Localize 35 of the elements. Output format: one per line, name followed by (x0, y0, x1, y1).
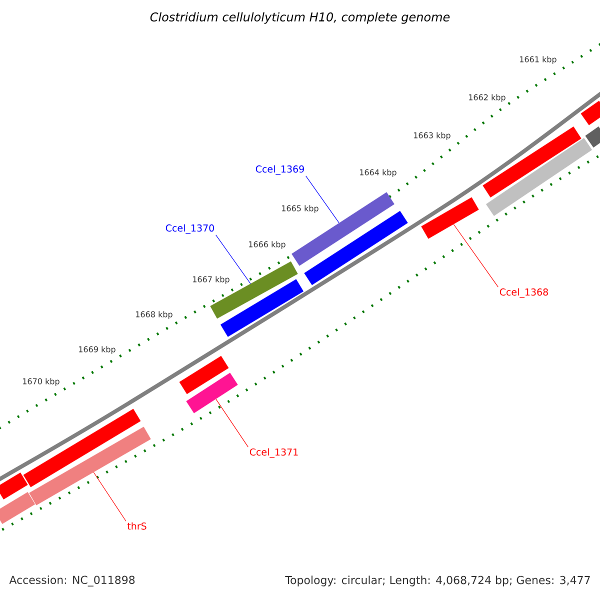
gene-label: Ccel_1371 (250, 448, 298, 458)
leader-line (453, 224, 498, 288)
leader-line (216, 398, 248, 448)
tick-label: 1664 kbp (360, 169, 396, 177)
gene-bar (186, 372, 238, 414)
gene-label: Ccel_1368 (500, 288, 548, 298)
gene-bar (23, 408, 141, 488)
gene-bar (585, 126, 600, 148)
gene-bar (210, 261, 298, 319)
tick-label: 1666 kbp (249, 241, 286, 249)
gene-bar (421, 197, 479, 239)
tick-label: 1669 kbp (79, 346, 116, 354)
gene-bar (486, 138, 592, 216)
leader-line (306, 176, 340, 224)
tick-label: 1667 kbp (193, 276, 230, 284)
genome-info-text: Topology: circular; Length: 4,068,724 bp; Genes: 3,477 (285, 576, 590, 586)
gene-bar (0, 492, 36, 524)
leader-line (216, 234, 251, 284)
tick-label: 1663 kbp (414, 132, 450, 140)
tick-label: 1665 kbp (282, 205, 318, 213)
gene-bar (179, 356, 229, 394)
tick-label: 1662 kbp (469, 94, 506, 102)
accession-text: Accession: NC_011898 (9, 576, 135, 586)
gene-bar (0, 472, 28, 500)
tick-label: 1670 kbp (23, 378, 60, 386)
tick-label: 1668 kbp (136, 311, 172, 319)
leader-line (93, 472, 126, 522)
gene-label: thrS (127, 522, 146, 530)
tick-label: 1661 kbp (520, 56, 556, 64)
gene-label: Ccel_1370 (166, 224, 214, 234)
gene-label: Ccel_1369 (256, 165, 304, 175)
gene-bar (29, 426, 151, 506)
title: Clostridium cellulolyticum H10, complete genome (150, 12, 450, 24)
gene-bar (482, 126, 582, 198)
gene-bar (580, 100, 600, 126)
